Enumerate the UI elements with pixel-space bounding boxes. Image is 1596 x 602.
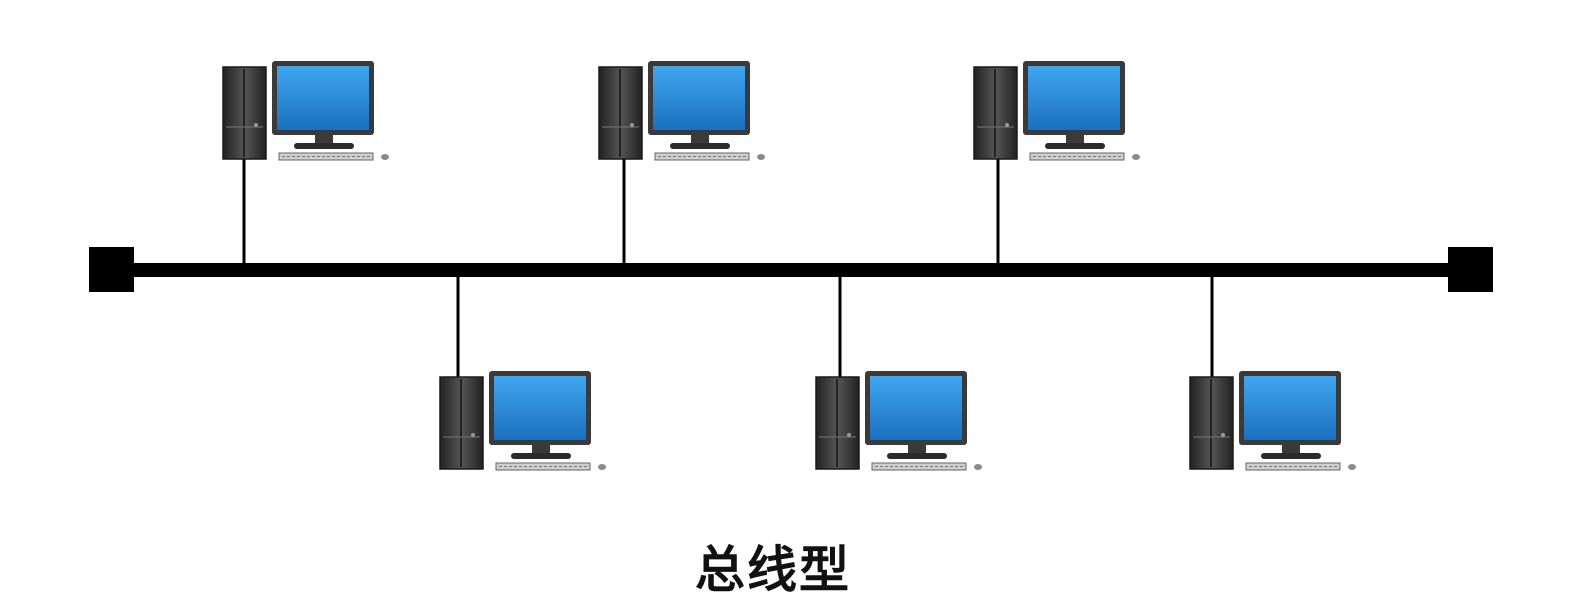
computer-icon bbox=[1189, 370, 1357, 471]
diagram-caption: 总线型 bbox=[695, 541, 851, 599]
computer-icon bbox=[598, 60, 766, 161]
computer-icon bbox=[222, 60, 390, 161]
terminator-right bbox=[1448, 247, 1493, 292]
computer-icon bbox=[439, 370, 607, 471]
computer-icon bbox=[973, 60, 1141, 161]
terminator-left bbox=[89, 247, 134, 292]
computer-icon bbox=[815, 370, 983, 471]
